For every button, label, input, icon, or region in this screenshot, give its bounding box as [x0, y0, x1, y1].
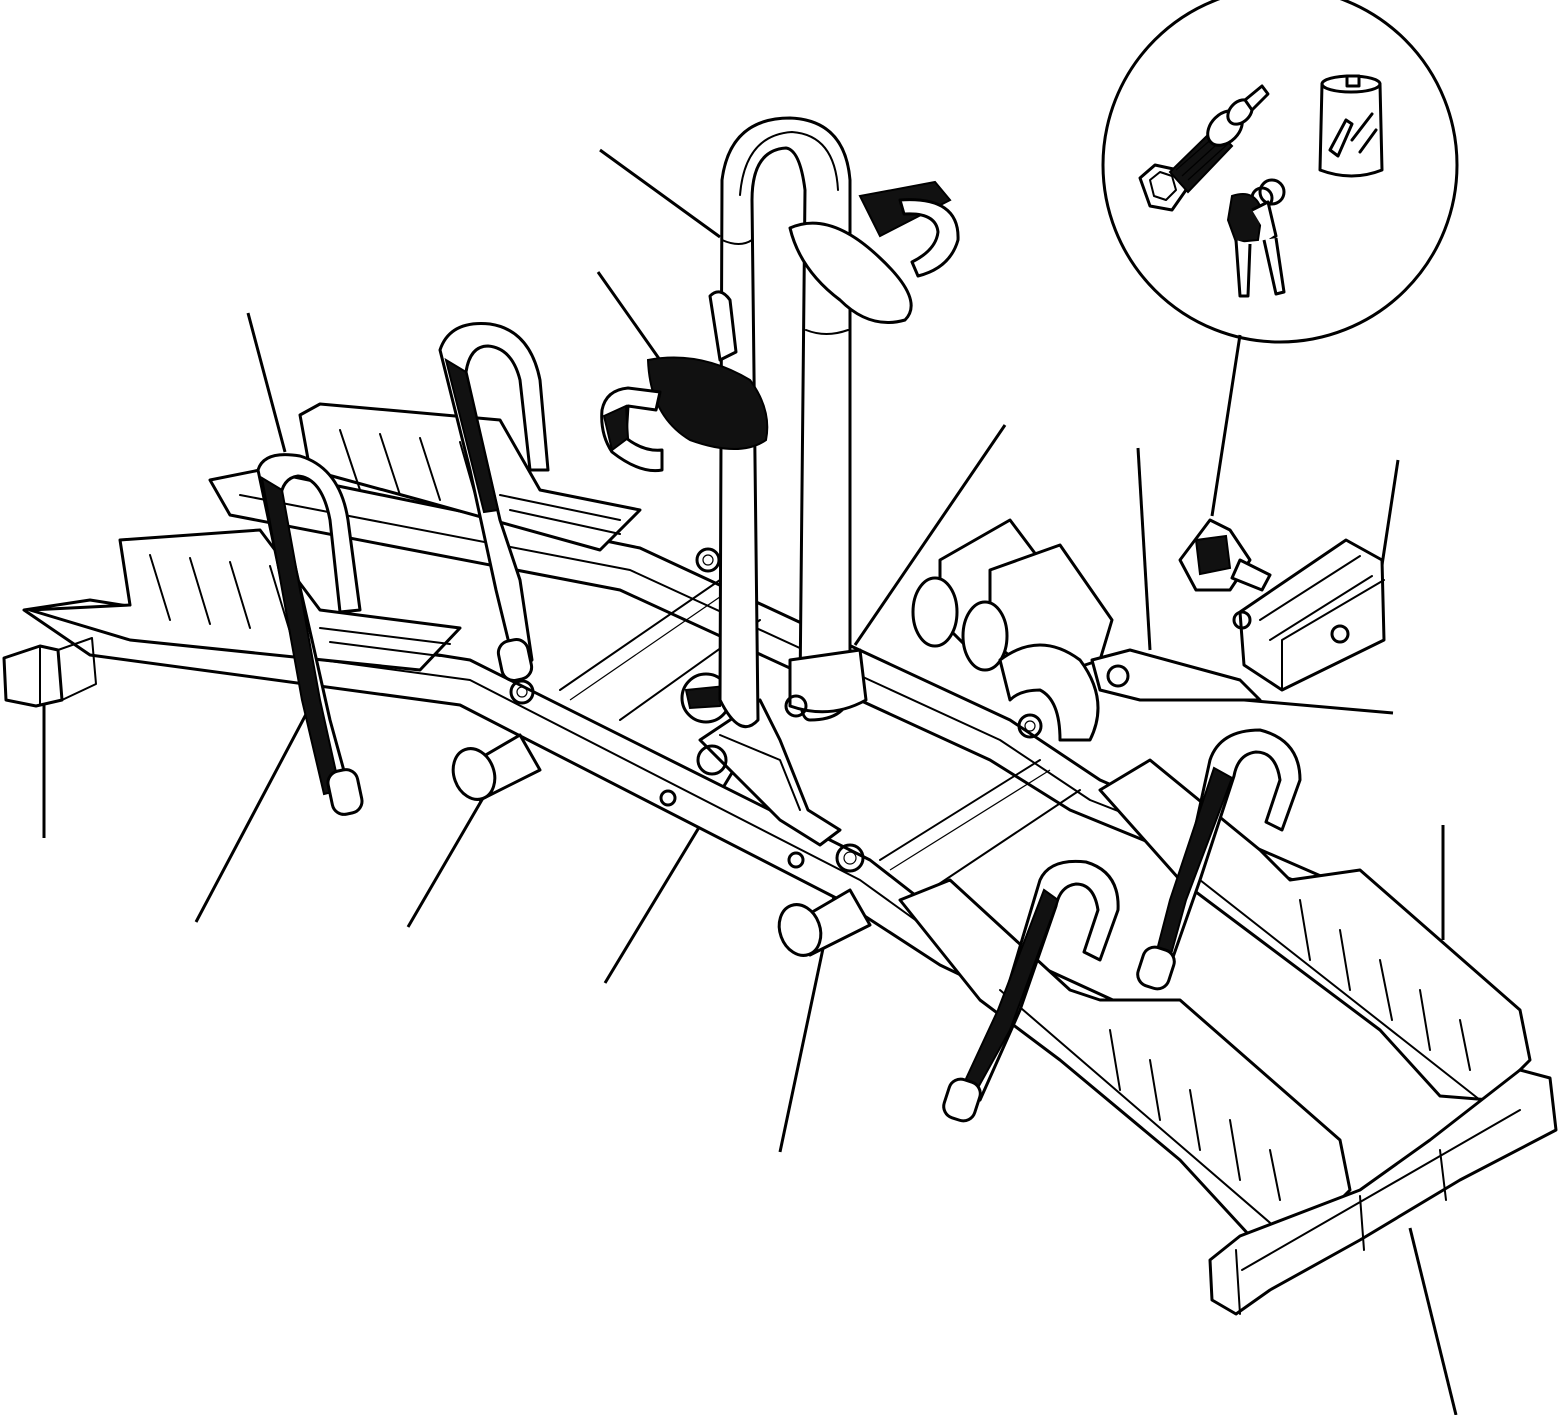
frame-bolt: [835, 843, 865, 873]
leader-tilt-lever: [603, 737, 755, 984]
lock-kit-detail: [1101, 0, 1459, 344]
hitch-receiver-block: [1238, 538, 1386, 692]
leader-hitch-coupler: [1380, 459, 1400, 566]
clamp-handle: [1090, 648, 1262, 702]
cross-members: [559, 579, 1081, 891]
detail-circle: [1101, 0, 1459, 344]
arm-lock-knob: [788, 648, 868, 714]
leader-wheel-strap-front-left: [194, 702, 314, 923]
lock-cylinder-icon: [1318, 74, 1384, 178]
leader-hitch-tube: [406, 797, 485, 928]
keys-icon: [1226, 178, 1286, 298]
leader-hitch-pin-lock-set: [1210, 334, 1242, 517]
leader-tail-light-bar: [1408, 1227, 1458, 1415]
leader-frame-holder-strap: [596, 271, 662, 361]
tilt-lever: [680, 672, 842, 847]
leader-wheel-strap-rear-left: [246, 312, 287, 453]
wheel-strap-rear-left: [438, 322, 550, 682]
frame-bolts: [509, 547, 1043, 873]
hitch-pin-icon: [1138, 84, 1270, 212]
leader-arm-lock-knob: [853, 424, 1007, 646]
leader-upright-arm: [599, 148, 721, 239]
hitch-tube: [451, 733, 872, 957]
leader-hitch-clamp-knob: [1136, 447, 1152, 651]
hitch-clamp-knob: [1330, 624, 1350, 644]
end-cap-left: [2, 637, 97, 708]
frame-holder-strap: [600, 180, 960, 473]
wheel-strap-front-left: [256, 453, 364, 816]
hitch-clamp: [911, 518, 1114, 742]
tail-light-bar: [1208, 1068, 1558, 1316]
hitch-coupler: [1178, 518, 1386, 692]
wheel-strap-front-right: [942, 859, 1120, 1123]
wheel-strap-rear-right: [1136, 728, 1302, 991]
